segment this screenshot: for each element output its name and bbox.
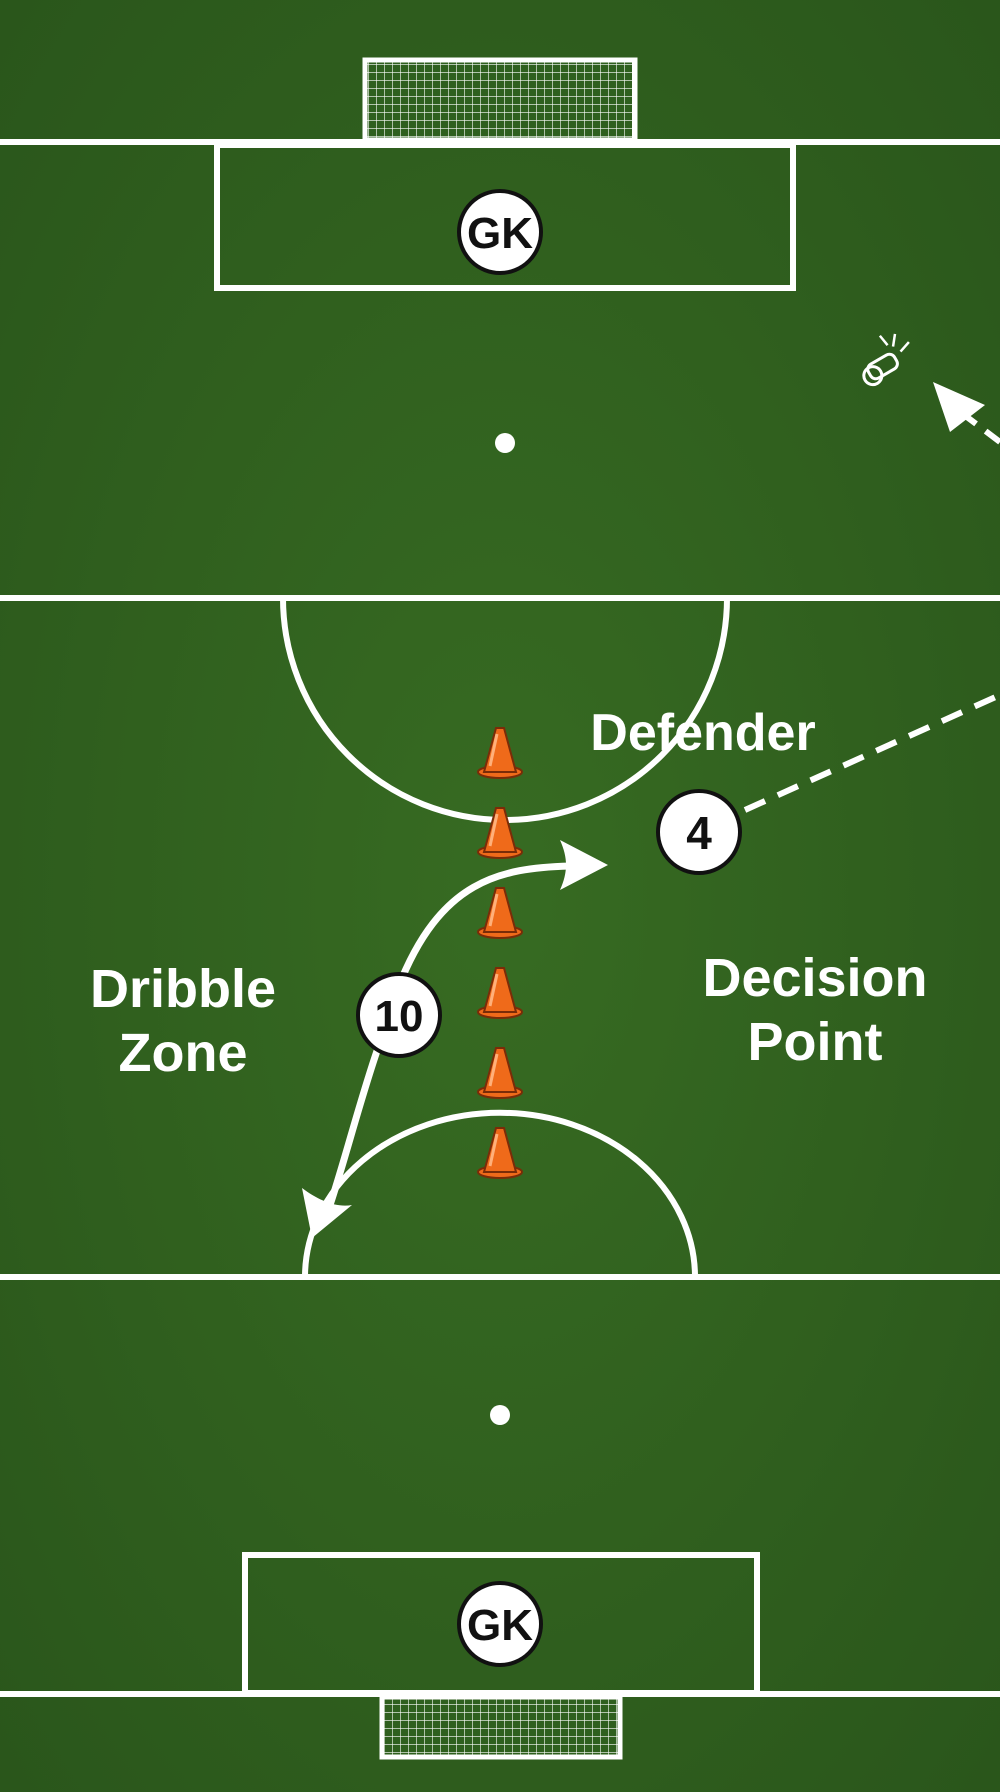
dribble-path-upper: [394, 862, 571, 990]
signal-arrow-head: [933, 382, 985, 432]
cone: [477, 1127, 523, 1179]
dribble-arrow-head-right: [560, 840, 608, 890]
bottom-goal-net: [379, 1694, 623, 1760]
lower-arc: [302, 1109, 698, 1278]
cone-column: [477, 727, 523, 1179]
goalkeeper-bottom: GK: [457, 1581, 543, 1667]
dribble-zone-label-line2: Zone: [119, 1023, 248, 1083]
attacker-number: 10: [375, 992, 424, 1041]
top-penalty-box: [214, 142, 796, 291]
decision-point-label-line2: Point: [748, 1012, 883, 1072]
attacker-player: 10: [356, 972, 442, 1058]
defender-player: 4: [656, 789, 742, 875]
whistle-icon: [862, 333, 910, 387]
bottom-penalty-spot: [490, 1405, 510, 1425]
top-penalty-spot: [495, 433, 515, 453]
cone: [477, 887, 523, 939]
gk-bottom-label: GK: [467, 1601, 533, 1650]
cone: [477, 727, 523, 779]
cone: [477, 807, 523, 859]
goalkeeper-top: GK: [457, 189, 543, 275]
defender-run-line: [743, 692, 1000, 813]
dribble-zone-label-line1: Dribble: [90, 959, 276, 1019]
dribble-arrow-head-down: [302, 1188, 352, 1238]
gk-top-label: GK: [467, 209, 533, 258]
cone: [477, 1047, 523, 1099]
cone: [477, 967, 523, 1019]
defender-label: Defender: [590, 704, 815, 762]
dribble-path-lower: [326, 1046, 382, 1207]
decision-point-label-line1: Decision: [702, 948, 927, 1008]
top-goal-net: [362, 57, 638, 143]
defender-number: 4: [686, 807, 712, 859]
